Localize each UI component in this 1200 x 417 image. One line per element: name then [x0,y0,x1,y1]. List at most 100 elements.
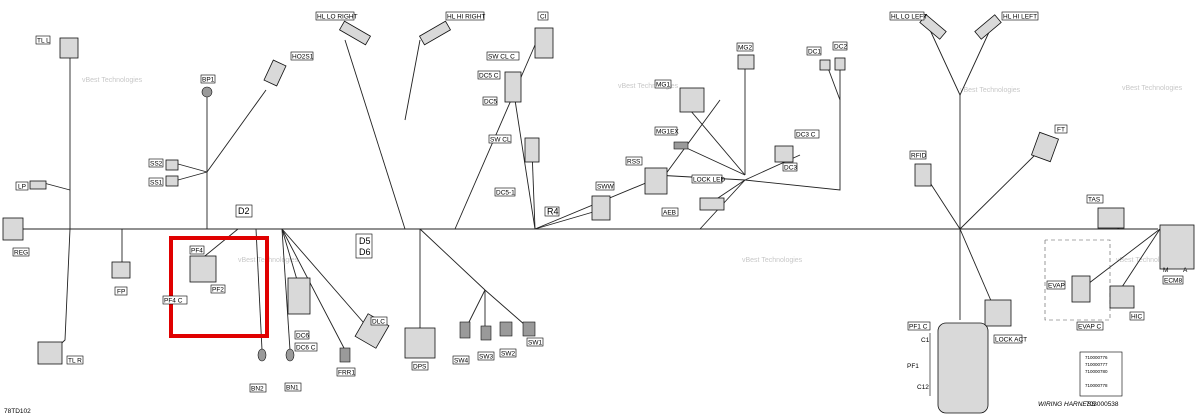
harness-title: WIRING HARNESS [1038,401,1096,408]
label-dc1: DC1 [808,49,821,56]
legend-code-2: 710000780 [1085,369,1108,374]
label-pf1-c: PF1 C [909,324,928,331]
label-ft: FT [1057,127,1065,134]
connector-evap [1071,275,1091,303]
label-mg2: MG2 [738,45,752,52]
label-a: A [1183,267,1188,274]
watermark: vBest Technologies [742,257,803,264]
label-hic: HIC [1131,314,1143,321]
label-d6: D6 [359,247,371,257]
label-lock-led: LOCK LED [693,177,725,184]
connector-reg [2,217,24,241]
label-ss2: SS2 [150,161,163,168]
label-hl-hi-left: HL HI LEFT [1003,14,1037,21]
legend-code-1: 710000777 [1085,362,1108,367]
connector-bn1 [285,348,295,362]
label-evap-c: EVAP C [1078,324,1102,331]
label-evap: EVAP [1048,283,1065,290]
watermark: vBest Technologies [82,77,143,84]
connector-hl-hi-left [974,14,1002,40]
label-pf4: PF4 [191,248,203,255]
connector-hl-lo-right [338,20,372,46]
connector-dps [404,327,436,359]
connector-bp1 [201,86,213,98]
label-dc5-c: DC5 C [479,73,499,80]
connector-sw1 [522,321,536,337]
label-hl-lo-left: HL LO LEFT [891,14,927,21]
label-sww: SWW [597,184,614,191]
connector-lp [29,180,47,190]
connector-frr1 [339,347,351,363]
label-bn2: BN2 [251,386,264,393]
label-sw4: SW4 [454,358,468,365]
connectors [2,14,1195,414]
highlight-box [169,236,269,338]
label-tas: TAS [1088,197,1101,204]
connector-sw4 [459,321,471,339]
label-pf4-c: PF4 C [164,298,183,305]
connector-ss1 [165,175,179,187]
label-frr1: FRR1 [338,370,355,377]
connector-sw-cl [524,137,540,163]
label-r4: R4 [547,207,559,217]
watermark: vBest Technologies [960,87,1021,94]
legend-code-3: 710000778 [1085,383,1108,388]
connector-ecm8 [1159,224,1195,270]
connector-hl-hi-right [418,20,452,46]
connector-sww [591,195,611,221]
label-dlc: DLC [372,319,385,326]
label-tl-l: TL L [37,38,50,45]
label-dps: DPS [413,364,427,371]
label-ss1: SS1 [150,180,163,187]
label-dc3-c: DC3 C [796,132,816,139]
connector-dc1 [819,59,831,71]
label-sw1: SW1 [528,340,542,347]
label-c12: C12 [917,384,929,391]
connector-dc6 [287,277,311,315]
connector-dc5 [504,71,522,103]
label-bn1: BN1 [286,385,299,392]
label-mg1: MG1 [656,82,670,89]
label-sw-cl: SW CL [490,137,511,144]
label-dc2: DC2 [834,44,847,51]
evap-dashed-outline [1044,239,1111,321]
connector-tl-l [59,37,79,59]
connector-dc2 [834,57,846,71]
connector-ci [534,27,554,59]
connector-bn2 [257,348,267,362]
label-dc5-1: DC5-1 [496,190,515,197]
label-mg1ex: MG1EX [656,129,679,136]
connector-mg1 [679,87,705,113]
label-sw-cl-c: SW CL C [488,54,515,61]
label-dc3: DC3 [784,165,797,172]
connector-rss [644,167,668,195]
label-reg: REG [14,250,28,257]
connector-pf4 [189,255,217,283]
connector-tas [1097,207,1125,229]
watermark: vBest Technologies [618,83,679,90]
connector-ss2 [165,159,179,171]
watermark: vBest Technologies [1122,85,1183,92]
label-c1: C1 [921,337,930,344]
watermark: vBest Technologies [1116,257,1177,264]
connector-ft [1030,131,1060,163]
label-d5: D5 [359,236,371,246]
connector-dc3 [774,145,794,163]
label-rfid: RFID [911,153,926,160]
label-bp1: BP1 [202,77,215,84]
connector-fp [111,261,131,279]
label-pf2: PF2 [212,287,224,294]
label-hl-lo-right: HL LO RIGHT [317,14,358,21]
connector-pf1 [937,322,989,414]
connector-sw3 [480,325,492,341]
labels: TL L BP1 HO2S1 HL LO RIGHT HL HI RIGHT C… [12,11,1188,396]
label-sw3: SW3 [479,354,493,361]
label-ecm8: ECM8 [1164,278,1182,285]
label-ho2s1: HO2S1 [292,54,314,61]
label-dc6: DC6 [296,333,309,340]
label-lock-act: LOCK ACT [995,337,1027,344]
label-aeb: AEB [663,210,676,217]
connector-mg2 [737,54,755,70]
connector-lock-act [984,299,1012,327]
